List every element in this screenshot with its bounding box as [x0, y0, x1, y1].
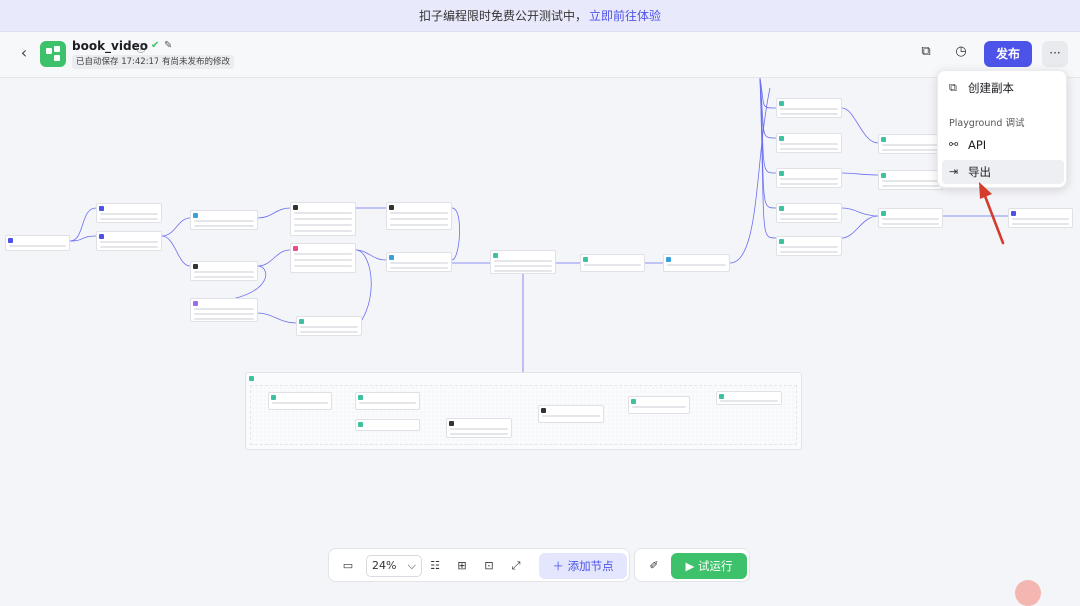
menu-item-label: 导出 [968, 165, 991, 179]
back-icon[interactable]: ‹ [20, 43, 28, 62]
announcement-banner: 扣子编程限时免费公开测试中， 立即前往体验 [0, 0, 1080, 32]
workflow-node[interactable] [663, 254, 730, 272]
zoom-value: 24% [372, 559, 397, 572]
loop-child-node[interactable] [446, 418, 512, 438]
workflow-node[interactable] [776, 98, 842, 118]
workflow-node[interactable] [290, 243, 356, 273]
workflow-node[interactable] [878, 134, 943, 154]
workflow-node[interactable] [878, 208, 943, 228]
test-run-button[interactable]: ▶ 试运行 [671, 553, 747, 579]
info-icon[interactable]: ⓘ [136, 44, 146, 55]
end-node[interactable] [1008, 208, 1073, 228]
menu-item-create-copy[interactable]: ⧉ 创建副本 [942, 76, 1064, 100]
workflow-node[interactable] [386, 252, 452, 272]
assistant-avatar[interactable] [1015, 580, 1041, 606]
loop-node[interactable] [245, 372, 802, 450]
image-icon[interactable]: ⊡ [484, 559, 494, 572]
history-icon[interactable]: ◷ [955, 44, 967, 59]
workflow-node[interactable] [580, 254, 645, 272]
workflow-node[interactable] [878, 170, 943, 190]
bottom-toolbar: ▭ 24% ⌵ ☷ ⊞ ⊡ ⤢ ＋ 添加节点 ✐ ▶ 试运行 [328, 548, 750, 582]
loop-child-node[interactable] [355, 392, 420, 410]
workflow-logo-icon [40, 41, 66, 67]
loop-child-node[interactable] [538, 405, 604, 423]
menu-item-label: 创建副本 [968, 81, 1014, 95]
fit-view-icon[interactable]: ⤢ [511, 559, 521, 572]
workflow-node[interactable] [96, 203, 162, 223]
workflow-node[interactable] [190, 298, 258, 322]
menu-item-label: API [968, 138, 987, 152]
loop-body [250, 385, 797, 445]
copy-icon[interactable]: ⧉ [921, 44, 931, 59]
chevron-down-icon: ⌵ [407, 559, 416, 572]
workflow-node[interactable] [776, 203, 842, 223]
add-node-button[interactable]: ＋ 添加节点 [539, 553, 627, 579]
banner-text: 扣子编程限时免费公开测试中， [418, 9, 587, 23]
workflow-node[interactable] [490, 250, 556, 274]
grid-icon[interactable]: ⊞ [457, 559, 467, 572]
workflow-node[interactable] [776, 168, 842, 188]
workflow-node[interactable] [386, 202, 452, 230]
more-dropdown-menu: ⧉ 创建副本 Playground 调试 ⚯ API ⇥ 导出 [937, 70, 1067, 188]
annotation-arrow [979, 182, 1005, 245]
edit-icon[interactable]: ✎ [164, 40, 173, 51]
check-status-icon: ✔ [151, 40, 160, 51]
loop-child-node[interactable] [628, 396, 690, 414]
zoom-select[interactable]: 24% ⌵ [366, 555, 422, 577]
loop-child-node[interactable] [355, 419, 420, 431]
more-button[interactable]: ··· [1042, 41, 1068, 67]
workflow-node[interactable] [776, 133, 842, 153]
workflow-node[interactable] [190, 261, 258, 281]
canvas-tools-group: ▭ 24% ⌵ ☷ ⊞ ⊡ ⤢ ＋ 添加节点 [328, 548, 630, 582]
workflow-title: book_video [72, 39, 148, 53]
menu-section-label: Playground 调试 [949, 118, 1025, 129]
workflow-header: ‹ book_video ⓘ ✔ ✎ 已自动保存 17:42:17 有尚未发布的… [0, 32, 1080, 78]
copy-icon: ⧉ [949, 81, 957, 94]
workflow-node[interactable] [290, 202, 356, 236]
loop-child-node[interactable] [716, 391, 782, 405]
comment-icon[interactable]: ☷ [430, 559, 440, 572]
export-icon: ⇥ [949, 165, 959, 178]
menu-item-api[interactable]: ⚯ API [942, 133, 1064, 157]
run-tools-group: ✐ ▶ 试运行 [634, 548, 750, 582]
start-node[interactable] [5, 235, 70, 251]
workflow-node[interactable] [190, 210, 258, 230]
debug-tool-icon[interactable]: ✐ [649, 559, 659, 572]
workflow-node[interactable] [296, 316, 362, 336]
workflow-node[interactable] [776, 236, 842, 256]
workflow-canvas[interactable] [0, 78, 1080, 591]
loop-child-node[interactable] [268, 392, 332, 410]
workflow-node[interactable] [96, 231, 162, 251]
link-icon: ⚯ [949, 138, 959, 151]
unpublished-badge: 有尚未发布的修改 [158, 55, 235, 69]
publish-button[interactable]: 发布 [984, 41, 1032, 67]
autosave-badge: 已自动保存 17:42:17 [72, 55, 164, 69]
minimap-icon[interactable]: ▭ [342, 559, 354, 572]
banner-link[interactable]: 立即前往体验 [589, 9, 662, 23]
menu-item-export[interactable]: ⇥ 导出 [942, 160, 1064, 184]
edge-layer [69, 78, 1008, 429]
